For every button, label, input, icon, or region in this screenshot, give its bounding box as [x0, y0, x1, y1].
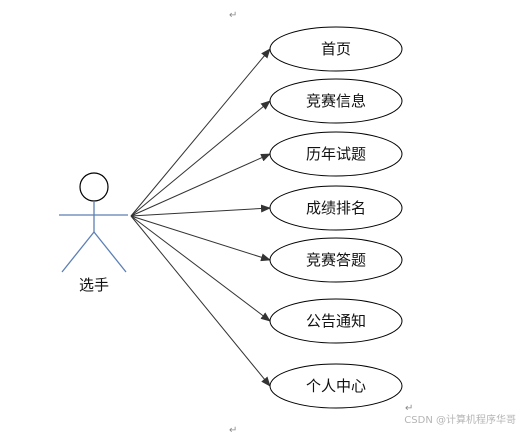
association-arrow	[130, 100, 271, 217]
use-case-label: 竞赛信息	[306, 92, 366, 110]
actor-label: 选手	[79, 276, 109, 294]
use-case-label: 历年试题	[306, 145, 366, 163]
use-case-ellipse	[269, 185, 403, 231]
use-case-label: 竞赛答题	[306, 251, 366, 269]
actor-head	[79, 172, 109, 202]
watermark: CSDN @计算机程序华哥	[404, 415, 516, 426]
use-case-ellipse	[269, 131, 403, 177]
paragraph-mark: ↵	[405, 403, 414, 414]
association-arrow	[130, 153, 271, 217]
association-arrow	[130, 215, 271, 322]
use-case: 成绩排名	[269, 185, 403, 231]
association-arrow	[130, 215, 271, 262]
use-case: 首页	[269, 26, 403, 72]
use-case: 个人中心	[269, 363, 403, 409]
use-case-ellipse	[269, 78, 403, 124]
use-case: 历年试题	[269, 131, 403, 177]
association-arrow	[130, 204, 271, 217]
associations	[130, 48, 271, 387]
use-case-ellipse	[269, 363, 403, 409]
actor-right-leg	[93, 231, 127, 273]
actor-left-leg	[61, 231, 95, 273]
use-case-label: 首页	[321, 40, 351, 58]
use-case-ellipse	[269, 26, 403, 72]
use-case: 公告通知	[269, 298, 403, 344]
use-case-label: 个人中心	[306, 377, 366, 395]
paragraph-mark: ↵	[229, 425, 238, 436]
association-arrow	[130, 215, 271, 387]
use-case-ellipse	[269, 298, 403, 344]
use-case-ellipse	[269, 237, 403, 283]
use-case-label: 公告通知	[306, 312, 366, 330]
association-arrow	[130, 48, 271, 217]
paragraph-mark: ↵	[229, 10, 238, 21]
actor: 选手	[59, 172, 128, 294]
use-case: 竞赛答题	[269, 237, 403, 283]
use-case: 竞赛信息	[269, 78, 403, 124]
use-case-label: 成绩排名	[306, 199, 366, 217]
